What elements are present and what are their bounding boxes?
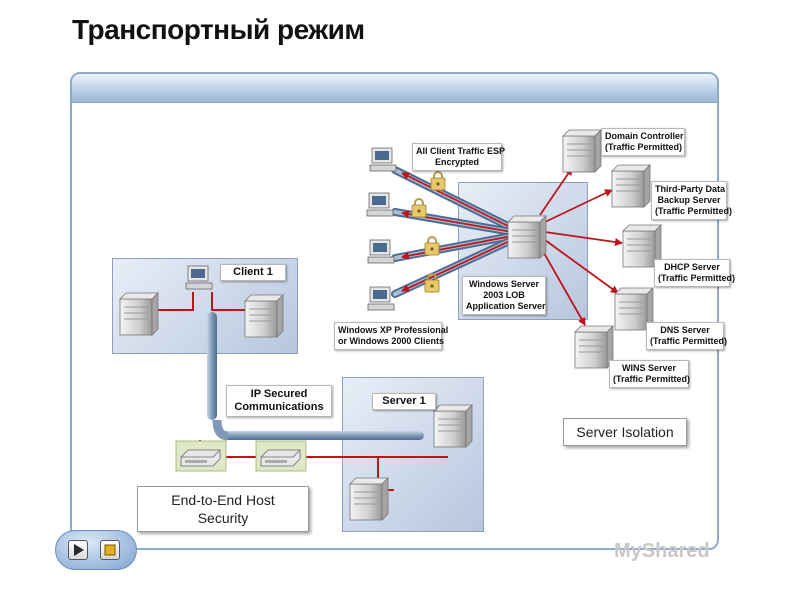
domain-controller-label: Domain Controller(Traffic Permitted) bbox=[601, 128, 685, 156]
lock-icon bbox=[430, 170, 446, 191]
wins-server-icon bbox=[574, 325, 614, 369]
dns-server-label: DNS Server(Traffic Permitted) bbox=[646, 322, 727, 350]
client-pc-icon bbox=[367, 286, 395, 311]
router-icon bbox=[255, 440, 307, 472]
domain-controller-server-icon bbox=[562, 129, 602, 173]
frame-header-bar bbox=[72, 74, 717, 103]
lock-icon bbox=[411, 197, 427, 218]
dhcp-server-label: DHCP Server(Traffic Permitted) bbox=[654, 259, 735, 287]
client-pc-icon bbox=[369, 147, 397, 172]
client1-label: Client 1 bbox=[220, 264, 286, 281]
page-title: Транспортный режим bbox=[72, 14, 365, 45]
client1-server-icon bbox=[244, 294, 284, 338]
server-isolation-label: Server Isolation bbox=[563, 418, 687, 446]
client-pc-icon bbox=[367, 239, 395, 264]
lob-server-icon bbox=[507, 215, 547, 259]
playback-controls bbox=[55, 530, 137, 570]
client-pc-icon bbox=[366, 192, 394, 217]
lock-icon bbox=[424, 235, 440, 256]
server1-server-icon bbox=[433, 404, 473, 448]
client1-computer-icon bbox=[185, 265, 213, 290]
server1-server-icon bbox=[349, 477, 389, 521]
ipsec-tunnel-vertical bbox=[207, 312, 217, 420]
wins-server-label: WINS Server(Traffic Permitted) bbox=[609, 360, 690, 388]
infra-arrows bbox=[539, 167, 623, 326]
stop-icon[interactable] bbox=[100, 540, 120, 560]
server1-label: Server 1 bbox=[372, 393, 436, 410]
client1-server-icon bbox=[119, 292, 159, 336]
play-icon[interactable] bbox=[68, 540, 88, 560]
backup-server-icon bbox=[611, 164, 651, 208]
client-arrows bbox=[401, 172, 513, 292]
watermark: MyShared bbox=[614, 540, 710, 562]
router-icon bbox=[175, 440, 227, 472]
ipsec-tunnel-horizontal bbox=[224, 431, 424, 440]
